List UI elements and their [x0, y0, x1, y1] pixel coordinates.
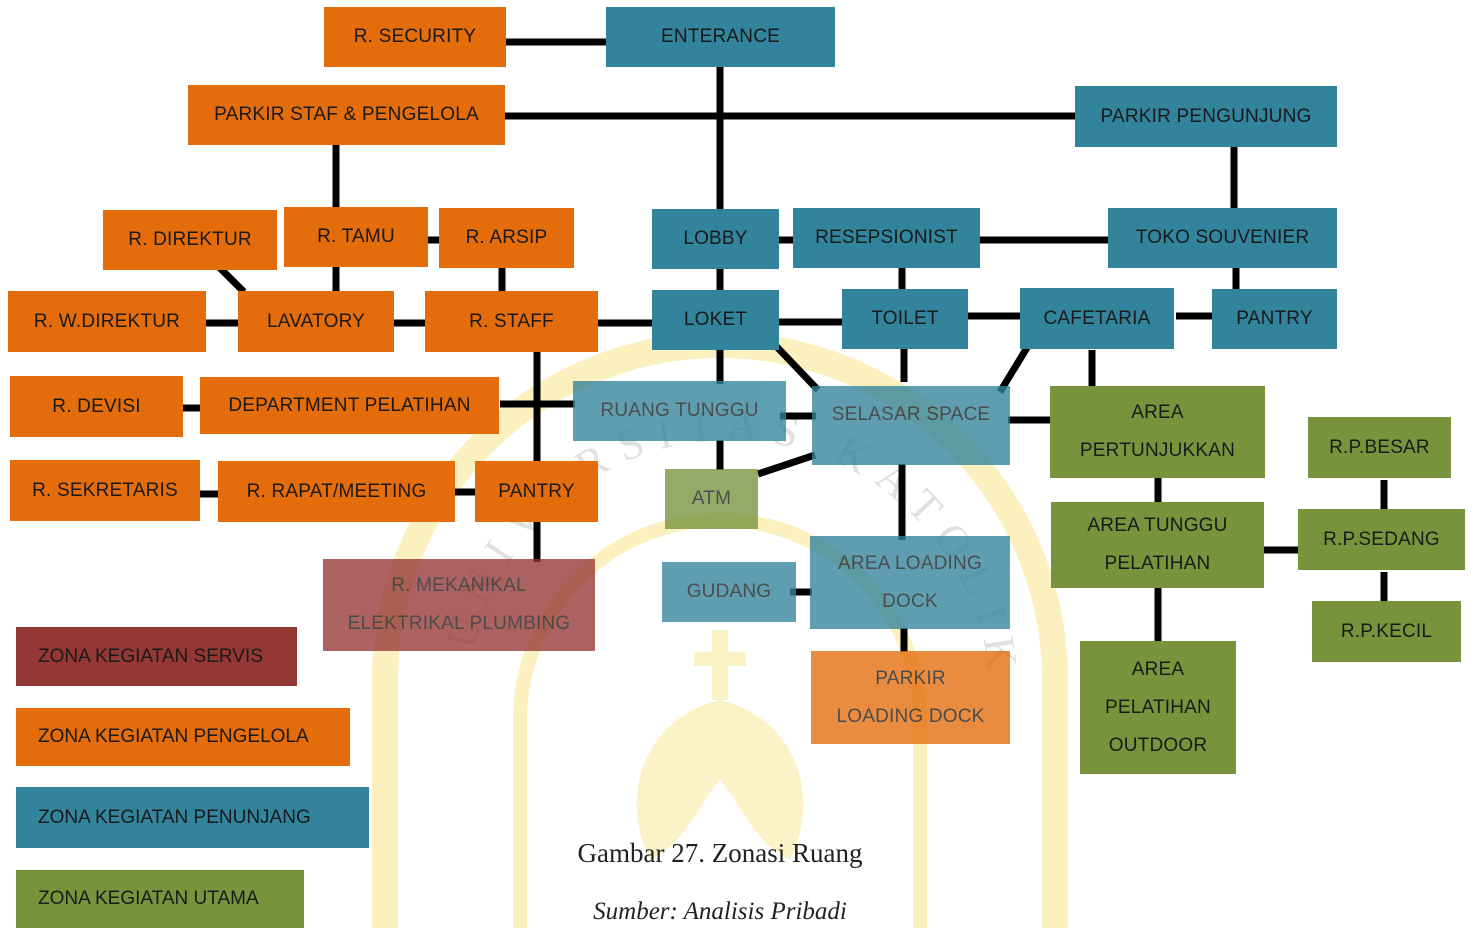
node-label: R. W.DIREKTUR [33, 310, 181, 332]
node-label-line: AREA TUNGGU [1087, 515, 1228, 536]
node-area-pelatihan-outdoor: AREA PELATIHAN OUTDOOR [1080, 641, 1236, 774]
node-parkir-pengunjung: PARKIR PENGUNJUNG [1075, 86, 1337, 147]
node-pantry-top: PANTRY [1212, 289, 1337, 349]
node-label: LAVATORY [266, 310, 366, 332]
node-label: R.P.SEDANG [1323, 528, 1440, 550]
node-r-mekanikal: R. MEKANIKAL ELEKTRIKAL PLUMBING [323, 559, 595, 651]
node-label-line: LOADING DOCK [836, 705, 985, 727]
node-label-line: PELATIHAN [1104, 553, 1211, 574]
node-r-devisi: R. DEVISI [10, 376, 183, 437]
node-label-line: AREA LOADING [838, 552, 982, 574]
node-label: R. SECURITY [353, 26, 477, 47]
legend-label: ZONA KEGIATAN SERVIS [38, 645, 263, 667]
node-r-direktur: R. DIREKTUR [103, 210, 277, 270]
node-label: R. RAPAT/MEETING [246, 480, 427, 502]
node-rp-besar: R.P.BESAR [1308, 417, 1451, 478]
node-label: ENTERANCE [661, 26, 780, 47]
figure-source: Sumber: Analisis Pribadi [593, 898, 847, 925]
legend-label: ZONA KEGIATAN PENUNJANG [38, 806, 311, 828]
node-label: R. SEKRETARIS [32, 479, 178, 501]
node-label: PARKIR PENGUNJUNG [1100, 105, 1312, 127]
node-ruang-tunggu: RUANG TUNGGU [573, 381, 786, 441]
node-label: SELASAR SPACE [831, 404, 991, 425]
node-label: R. STAFF [469, 310, 554, 332]
node-cafetaria: CAFETARIA [1020, 288, 1174, 349]
node-r-arsip: R. ARSIP [439, 208, 574, 268]
node-pantry-mid: PANTRY [475, 461, 598, 522]
node-label: TOKO SOUVENIER [1135, 227, 1310, 248]
node-area-tunggu-pelatihan: AREA TUNGGU PELATIHAN [1051, 502, 1264, 588]
node-label: DEPARTMENT PELATIHAN [228, 394, 471, 416]
legend-label: ZONA KEGIATAN UTAMA [38, 888, 259, 909]
node-label-line: AREA [1131, 402, 1184, 423]
node-area-loading-dock: AREA LOADING DOCK [810, 536, 1010, 629]
node-r-security: R. SECURITY [324, 7, 506, 67]
legend-label: ZONA KEGIATAN PENGELOLA [38, 726, 309, 747]
node-label-line: R. MEKANIKAL [391, 575, 527, 596]
node-label: R. TAMU [317, 226, 395, 247]
node-label: LOBBY [683, 228, 748, 249]
node-r-tamu: R. TAMU [284, 207, 428, 267]
node-label-line: PARKIR [875, 667, 946, 689]
node-label: PANTRY [498, 480, 575, 502]
legend-pengelola: ZONA KEGIATAN PENGELOLA [16, 708, 350, 766]
legend-servis: ZONA KEGIATAN SERVIS [16, 627, 297, 686]
node-parkir-loading-dock: PARKIR LOADING DOCK [811, 651, 1010, 744]
node-lobby: LOBBY [652, 209, 779, 269]
node-loket: LOKET [652, 290, 779, 350]
node-label: PARKIR STAF & PENGELOLA [214, 104, 479, 125]
node-area-pertunjukkan: AREA PERTUNJUKKAN [1050, 386, 1265, 478]
node-resepsionist: RESEPSIONIST [793, 208, 980, 268]
node-r-rapat: R. RAPAT/MEETING [218, 461, 455, 522]
node-rp-sedang: R.P.SEDANG [1298, 509, 1465, 570]
node-label: R.P.KECIL [1340, 620, 1433, 642]
node-label: TOILET [871, 308, 939, 329]
node-label: RUANG TUNGGU [600, 400, 759, 421]
node-label-line: DOCK [882, 590, 938, 612]
node-label: RESEPSIONIST [815, 227, 958, 248]
node-label-line: OUTDOOR [1108, 734, 1208, 756]
node-label: R. DEVISI [52, 395, 141, 417]
node-label: PANTRY [1236, 308, 1313, 329]
node-atm: ATM [665, 469, 758, 529]
node-label-line: AREA [1131, 658, 1185, 680]
node-label: CAFETARIA [1043, 307, 1151, 329]
node-parkir-staf: PARKIR STAF & PENGELOLA [188, 85, 505, 145]
node-r-w-direktur: R. W.DIREKTUR [8, 291, 206, 352]
node-rp-kecil: R.P.KECIL [1312, 601, 1461, 662]
legend-utama: ZONA KEGIATAN UTAMA [16, 870, 304, 928]
legend-penunjang: ZONA KEGIATAN PENUNJANG [16, 787, 369, 848]
figure-caption: Gambar 27. Zonasi Ruang [577, 838, 863, 868]
node-selasar-space: SELASAR SPACE [812, 386, 1010, 465]
node-label: R. ARSIP [465, 227, 548, 248]
node-r-staff: R. STAFF [425, 291, 598, 352]
node-label: R. DIREKTUR [128, 229, 252, 250]
node-label-line: ELEKTRIKAL PLUMBING [347, 613, 571, 634]
node-lavatory: LAVATORY [238, 291, 394, 352]
node-department-pelatihan: DEPARTMENT PELATIHAN [200, 377, 499, 434]
node-label: GUDANG [686, 581, 772, 602]
node-r-sekretaris: R. SEKRETARIS [10, 460, 200, 521]
node-toko-souvenier: TOKO SOUVENIER [1108, 208, 1337, 268]
node-label: LOKET [683, 309, 748, 330]
node-toilet: TOILET [842, 289, 968, 349]
node-label-line: PELATIHAN [1105, 696, 1211, 718]
node-label-line: PERTUNJUKKAN [1079, 440, 1236, 461]
node-gudang: GUDANG [662, 562, 796, 622]
node-label: ATM [691, 488, 732, 509]
node-label: R.P.BESAR [1329, 436, 1430, 458]
node-enterance: ENTERANCE [606, 7, 835, 67]
